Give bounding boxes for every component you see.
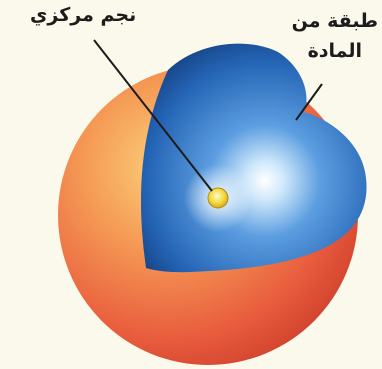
inner-matter-layer	[141, 44, 367, 273]
matter-layer-label-line1: طبقة من	[292, 6, 378, 36]
matter-layer-label: طبقة من المادة	[292, 6, 378, 66]
core-label: نجم مركزي	[30, 4, 136, 26]
matter-layer-label-line2: المادة	[292, 36, 378, 66]
